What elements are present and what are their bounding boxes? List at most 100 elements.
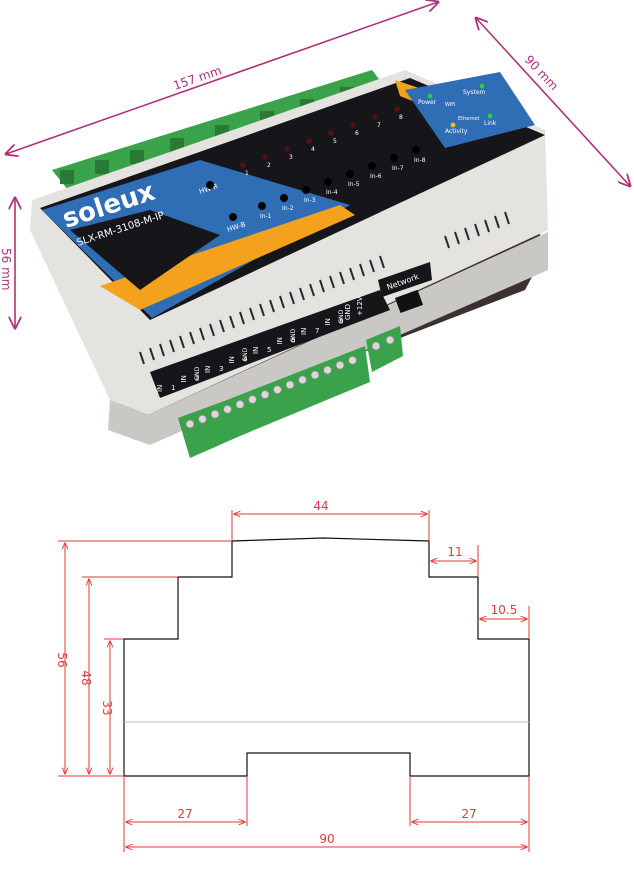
terminal-screws [185, 335, 395, 429]
input-button-label-1: In-1 [260, 213, 272, 220]
led-2 [262, 154, 268, 160]
terminal-gnd-2: GND [194, 366, 201, 380]
input-button-label-5: In-5 [348, 181, 360, 188]
input-button-2[interactable] [280, 194, 288, 202]
terminal-in-number-6: 6 [291, 337, 296, 345]
led-number-7: 7 [377, 122, 381, 129]
status-ethernet: Ethernet [458, 116, 480, 122]
input-button-label-6: In-6 [370, 173, 382, 180]
power-terminal-screw[interactable] [385, 335, 395, 345]
input-button-7[interactable] [390, 154, 398, 162]
led-number-1: 1 [245, 170, 249, 177]
led-5 [328, 130, 334, 136]
dim-44-label: 44 [313, 499, 328, 513]
length-label: 157 mm [171, 63, 223, 93]
led-number-2: 2 [267, 162, 271, 169]
front-terminals-2 [232, 346, 370, 436]
status-wifi: WiFi [445, 102, 455, 108]
terminal-screw[interactable] [323, 365, 332, 375]
input-button-4[interactable] [324, 178, 332, 186]
technical-drawing: 44 11 10.5 56 48 33 27 27 90 [55, 499, 530, 852]
status-power: Power [418, 99, 437, 106]
status-system: System [463, 89, 486, 96]
terminal-gnd-6: GND [290, 328, 297, 342]
terminal-screw[interactable] [223, 404, 232, 414]
input-button-3[interactable] [302, 186, 310, 194]
led-activity [450, 122, 456, 128]
led-link [487, 113, 493, 119]
terminal-in-number-5: 5 [267, 346, 271, 354]
terminal-in-number-7: 7 [315, 327, 319, 335]
terminal-screw[interactable] [235, 399, 245, 409]
network-label-strip [378, 262, 432, 297]
input-button-label-3: In-3 [304, 197, 316, 204]
terminal-in-word-1: IN [156, 385, 164, 392]
dim-10-5-label: 10.5 [491, 603, 518, 617]
input-button-8[interactable] [412, 146, 420, 154]
v12-label: +12V [356, 296, 364, 316]
front-terminals-power [366, 326, 403, 372]
terminal-screw[interactable] [198, 414, 207, 424]
terminal-in-number-4: 4 [243, 356, 248, 364]
height-label: 56 mm [0, 248, 13, 290]
input-button-label-8: In-8 [414, 157, 426, 164]
led-4 [306, 138, 312, 144]
led-8 [394, 106, 400, 112]
terminal-screw[interactable] [335, 360, 345, 370]
terminal-screw[interactable] [260, 390, 270, 400]
terminal-in-number-2: 2 [195, 375, 199, 383]
input-button-label-4: In-4 [326, 189, 338, 196]
terminal-screw[interactable] [310, 370, 320, 380]
terminal-in-word-7: IN [300, 328, 308, 335]
depth-arrow [476, 18, 630, 186]
terminal-in-word-4: IN [228, 356, 236, 363]
input-button-label-7: In-7 [392, 165, 404, 172]
hw-b-button[interactable] [229, 213, 237, 221]
terminal-in-number-8: 8 [339, 318, 343, 326]
led-power [427, 93, 433, 99]
dim-33-label: 33 [100, 700, 114, 715]
input-button-label-2: In-2 [282, 205, 294, 212]
input-button-5[interactable] [346, 170, 354, 178]
terminal-screw[interactable] [273, 385, 282, 395]
led-number-5: 5 [333, 138, 337, 145]
terminal-screw[interactable] [185, 419, 195, 429]
terminal-gnd-8: GND [338, 309, 345, 323]
terminal-screw[interactable] [348, 355, 357, 365]
status-activity: Activity [445, 128, 468, 135]
led-system [479, 83, 485, 89]
terminal-screw[interactable] [248, 395, 257, 404]
gnd-12v-gnd: GND [344, 304, 352, 320]
led-number-3: 3 [289, 154, 293, 161]
terminal-screw[interactable] [210, 409, 220, 419]
led-1 [240, 162, 246, 168]
length-arrow [6, 2, 438, 154]
led-6 [350, 122, 356, 128]
led-number-4: 4 [311, 146, 315, 153]
photo-dimensions [6, 2, 630, 328]
terminal-in-word-2: IN [180, 375, 188, 382]
led-number-6: 6 [355, 130, 359, 137]
dim-90-label: 90 [319, 832, 334, 846]
terminal-screw[interactable] [285, 380, 295, 390]
profile-outline [123, 537, 530, 777]
input-button-1[interactable] [258, 202, 266, 210]
power-terminal-screw[interactable] [371, 341, 381, 351]
terminal-in-number-3: 3 [219, 365, 223, 373]
depth-label: 90 mm [522, 52, 561, 93]
status-link: Link [484, 120, 497, 127]
input-button-6[interactable] [368, 162, 376, 170]
led-number-8: 8 [399, 114, 403, 121]
hw-r-button[interactable] [206, 181, 214, 189]
terminal-screw[interactable] [298, 375, 307, 385]
dim-56-label: 56 [55, 652, 69, 667]
dim-27-right-label: 27 [461, 807, 476, 821]
network-port[interactable] [395, 289, 424, 314]
led-7 [372, 114, 378, 120]
terminal-gnd-4: GND [242, 347, 249, 361]
terminal-in-word-3: IN [204, 366, 212, 373]
terminal-in-word-8: IN [324, 318, 332, 325]
dim-27-left-label: 27 [177, 807, 192, 821]
